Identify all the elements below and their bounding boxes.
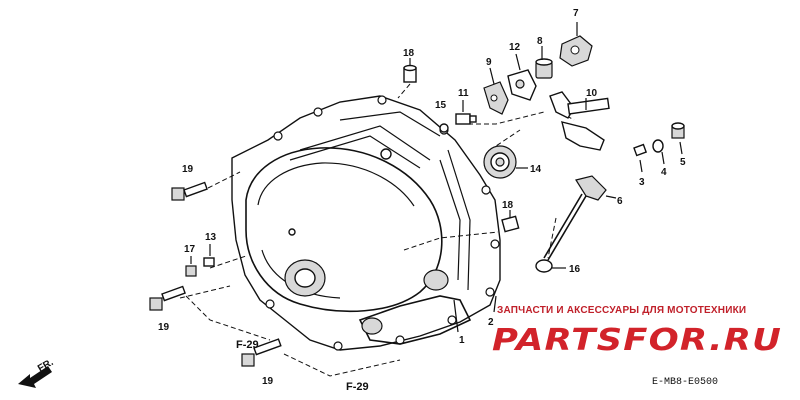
leader-1 — [453, 299, 459, 333]
leader-2 — [493, 295, 497, 313]
callout-11: 11 — [458, 88, 469, 99]
callout-15: 15 — [435, 100, 447, 111]
callout-8: 8 — [537, 36, 543, 47]
callout-19-top: 19 — [182, 164, 194, 175]
watermark: ЗАПЧАСТИ И АКСЕССУАРЫ ДЛЯ МОТОТЕХНИКИ PA… — [492, 305, 782, 358]
dowel-pin-top — [403, 58, 417, 83]
reference-f29-upper: F-29 — [236, 339, 259, 351]
callout-14: 14 — [530, 164, 542, 175]
washer-small — [652, 139, 665, 165]
retainer-plate — [483, 67, 509, 115]
flange-bolt-middle — [149, 285, 186, 311]
callout-19-bottom: 19 — [262, 376, 274, 387]
reference-f29-lower: F-29 — [346, 381, 369, 393]
flange-bolt-bottom — [241, 338, 282, 367]
crankcase-cover — [231, 95, 501, 351]
callout-6: 6 — [617, 196, 623, 207]
callout-4: 4 — [661, 167, 667, 178]
spindle — [455, 100, 477, 125]
callout-16: 16 — [569, 264, 581, 275]
bushing — [535, 46, 553, 79]
assembly-lines — [179, 83, 575, 377]
callout-9: 9 — [486, 57, 492, 68]
callout-7: 7 — [573, 8, 579, 19]
callout-1: 1 — [459, 335, 465, 346]
callout-3: 3 — [639, 177, 645, 188]
oil-seal-washer — [439, 123, 449, 133]
callout-5: 5 — [680, 157, 686, 168]
callout-12: 12 — [509, 42, 521, 53]
shift-arm — [559, 22, 593, 67]
bearing — [483, 145, 528, 179]
callout-13: 13 — [205, 232, 217, 243]
shift-spindle-assembly — [549, 91, 610, 151]
bolt-small — [633, 143, 648, 173]
callout-10: 10 — [586, 88, 598, 99]
oil-dipstick — [543, 175, 617, 261]
watermark-brand: PARTSFOR.RU — [492, 323, 782, 358]
callout-2: 2 — [488, 317, 494, 328]
callout-18-top: 18 — [403, 48, 415, 59]
clip — [203, 244, 215, 267]
callout-19-middle: 19 — [158, 322, 170, 333]
callout-17: 17 — [184, 244, 196, 255]
plug-bolt — [671, 122, 685, 155]
flange-bolt-top — [171, 181, 208, 201]
watermark-tagline: ЗАПЧАСТИ И АКСЕССУАРЫ ДЛЯ МОТОТЕХНИКИ — [497, 305, 746, 316]
diagram-code: E-MB8-E0500 — [652, 377, 718, 388]
front-arrow-label: FR. — [36, 357, 56, 375]
callout-18-right: 18 — [502, 200, 514, 211]
front-arrow-icon — [18, 366, 52, 388]
lever-plate — [507, 53, 537, 101]
dowel-pin-right — [501, 210, 520, 233]
o-ring — [535, 259, 566, 273]
nut-small — [185, 256, 197, 277]
